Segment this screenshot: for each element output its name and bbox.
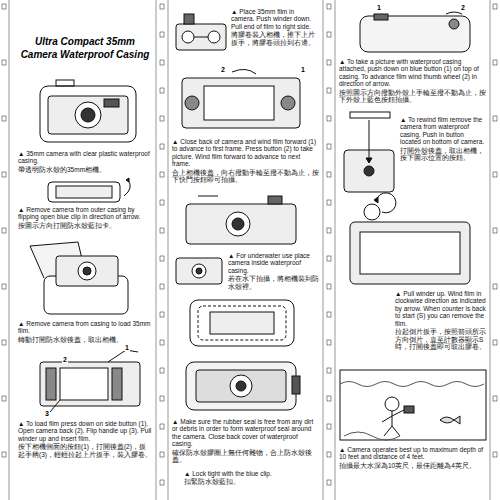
instruction-caption: ▲ 35mm camera with clear plastic waterpr… xyxy=(18,150,152,165)
instruction-caption: 將膠卷裝入相機，推下上片扳手，將膠卷頭拉到右邊。 xyxy=(231,31,319,46)
instruction-caption: ▲ Pull winder up. Wind film in clockwise… xyxy=(395,290,486,327)
callout-number: 1 xyxy=(376,4,382,11)
camera-back-open xyxy=(40,350,140,412)
instruction-caption: ▲ Make sure the rubber seal is free from… xyxy=(172,418,320,448)
instruction-caption: 確保防水殼膠圈上無任何雜物，合上防水殼後蓋。 xyxy=(172,449,320,464)
instruction-caption: ▲ Close back of camera and wind film for… xyxy=(172,138,320,168)
underwater-cartoon xyxy=(340,370,486,440)
caption-group: ▲ Lock tight with the blue clip.扣緊防水殼藍扣。 xyxy=(184,470,318,487)
instruction-caption: 帶透明防水殼的35mm相機。 xyxy=(18,166,152,173)
casing-seal xyxy=(190,300,294,346)
instruction-caption: 合上相機後蓋，向右撥動手輪至撥不動為止，按下快門按鈕即可拍攝。 xyxy=(172,169,320,184)
caption-group: ▲ Close back of camera and wind film for… xyxy=(172,138,320,185)
casing-top-view xyxy=(360,12,470,52)
instruction-caption: ▲ For underwater use place camera inside… xyxy=(228,252,320,274)
small-camera xyxy=(176,258,222,284)
caption-group: ▲ Remove camera from casing to load 35mm… xyxy=(18,320,152,344)
instruction-caption: ▲ Lock tight with the blue clip. xyxy=(184,470,318,477)
callout-number: 1 xyxy=(124,344,130,351)
camera-rewind xyxy=(350,193,470,284)
camera-film-loaded xyxy=(182,69,300,128)
callout-number: 2 xyxy=(460,4,466,11)
caption-group: ▲ 35mm camera with clear plastic waterpr… xyxy=(18,150,152,174)
instruction-caption: ▲ To load film press down on side button… xyxy=(18,420,152,442)
instruction-caption: 拉起倒片扳手，按照箭頭所示方向倒片，直至計數器顯示S時，打開後蓋即可取出膠卷。 xyxy=(395,328,486,350)
instruction-caption: 打開外殼後蓋，取出相機，按下圖示位置的按鈕。 xyxy=(400,147,486,162)
caption-group: ▲ Remove camera from outer casing by fli… xyxy=(18,206,152,230)
caption-group: ▲ To rewind film remove the camera from … xyxy=(400,116,486,163)
instruction-caption: ▲ Camera operates best up to maximum dep… xyxy=(339,446,486,461)
sheet-title: Ultra Compact 35mm Camera Waterproof Cas… xyxy=(16,36,154,61)
callout-number: 2 xyxy=(62,356,68,363)
caption-group: ▲ Place 35mm film in camera. Push winder… xyxy=(231,8,319,47)
instruction-caption: ▲ Place 35mm film in camera. Push winder… xyxy=(231,8,319,30)
camera-bottom-view xyxy=(344,112,394,192)
instruction-caption: 按圖示方向打開防水殼藍扣卡。 xyxy=(18,222,152,229)
caption-group: ▲ Pull winder up. Wind film in clockwise… xyxy=(395,290,486,352)
callout-number: 1 xyxy=(300,66,306,73)
caption-group: ▲ To load film press down on side button… xyxy=(18,420,152,459)
callout-number: 2 xyxy=(220,66,226,73)
instruction-caption: ▲ To take a picture with waterproof casi… xyxy=(339,58,486,88)
instruction-caption: 扣緊防水殼藍扣。 xyxy=(184,478,318,485)
instruction-caption: 按照圖示方向撥動外殼上手輪至撥不動為止，按下外殼上藍色按鈕拍攝。 xyxy=(339,89,486,104)
instruction-caption: 若在水下拍攝，將相機裝到防水殼裡。 xyxy=(228,275,320,290)
instruction-caption: ▲ Remove camera from casing to load 35mm… xyxy=(18,320,152,335)
callout-number: 3 xyxy=(44,410,50,417)
instruction-caption: ▲ Remove camera from outer casing by fli… xyxy=(18,206,152,221)
camera-top-film xyxy=(176,14,226,50)
caption-group: ▲ For underwater use place camera inside… xyxy=(228,252,320,291)
casing-closed xyxy=(186,362,300,410)
perforations xyxy=(2,4,497,485)
caption-group: ▲ Make sure the rubber seal is free from… xyxy=(172,418,320,465)
film-rails xyxy=(9,0,490,500)
camera-in-casing xyxy=(40,80,136,142)
camera-winding xyxy=(186,196,296,244)
instruction-caption: 拍攝最大水深為10英尺，最佳距離為4英尺。 xyxy=(339,462,486,469)
casing-clip-open xyxy=(48,178,130,202)
instruction-caption: 按下相機側面的按鈕(1)，打開後蓋(2)，扳起手柄(3)，輕輕拉起上片扳手，裝入… xyxy=(18,443,152,458)
instruction-caption: ▲ To rewind film remove the camera from … xyxy=(400,116,486,146)
instruction-caption: 轉動打開防水殼後蓋，取出相機。 xyxy=(18,336,152,343)
casing-opened xyxy=(30,242,128,314)
caption-group: ▲ Camera operates best up to maximum dep… xyxy=(339,446,486,470)
caption-group: ▲ To take a picture with waterproof casi… xyxy=(339,58,486,105)
